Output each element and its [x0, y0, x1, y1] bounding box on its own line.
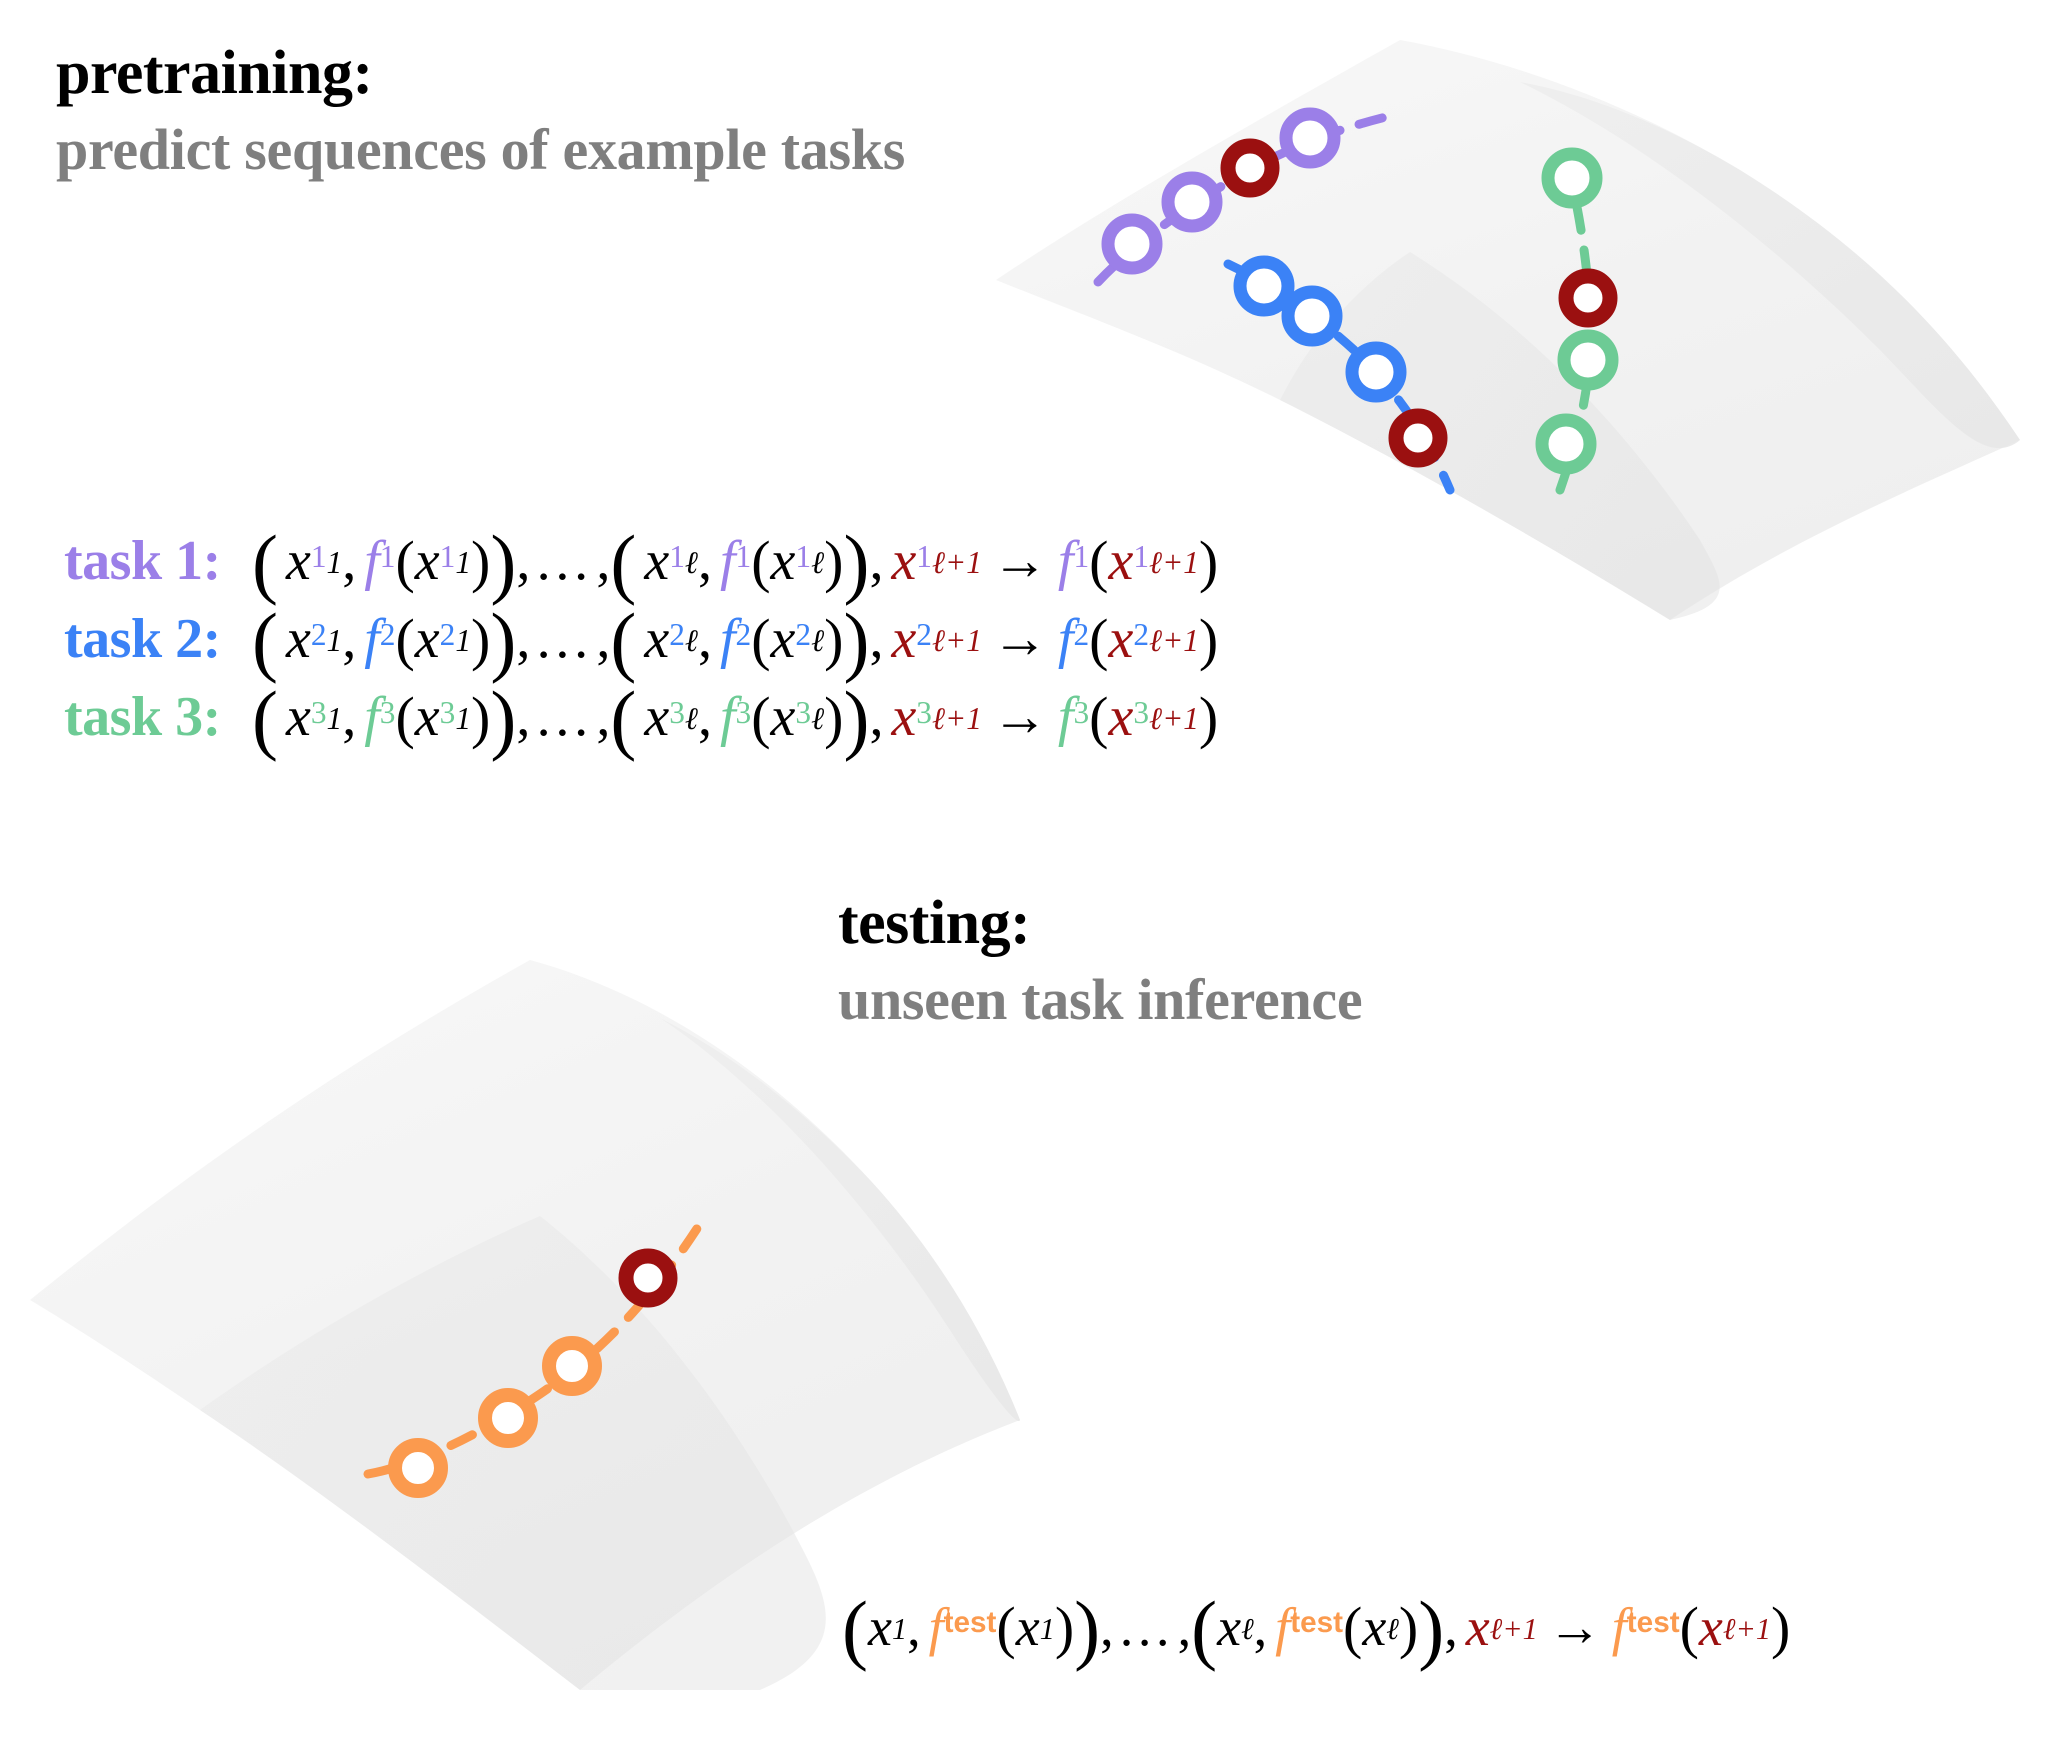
test-query-point [618, 1248, 678, 1308]
task1-curve [1093, 107, 1395, 287]
test-context-point [542, 1336, 602, 1396]
test-context-point [478, 1388, 538, 1448]
task-label-1: task 1: [64, 530, 221, 592]
task-label-3: task 3: [64, 686, 221, 748]
manifold-band-dark-bottom [200, 1216, 826, 1690]
pretraining-manifold [980, 20, 2040, 640]
testing-title: testing: [838, 889, 1031, 957]
task1-context-point [1279, 107, 1341, 169]
task3-context-point [1541, 147, 1603, 209]
task3-context-point [1535, 413, 1597, 475]
task2-curve [1223, 255, 1455, 495]
task3-curve [1535, 143, 1619, 495]
task2-context-point [1281, 285, 1343, 347]
task2-context-point [1345, 341, 1407, 403]
test-curve [363, 1219, 705, 1498]
task1-context-point [1101, 213, 1163, 275]
task3-query-point [1558, 268, 1618, 328]
task2-query-point [1388, 408, 1448, 468]
manifold-band-mid-bottom [660, 1018, 1020, 1422]
manifold-band-mid-top [1520, 82, 2020, 449]
testing-manifold [20, 900, 1020, 1760]
manifold-band-dark-top [1280, 252, 1720, 620]
test-context-point [388, 1438, 448, 1498]
pretraining-title: pretraining: [56, 39, 373, 107]
testing-subtitle: unseen task inference [838, 967, 1363, 1032]
pretraining-subtitle: predict sequences of example tasks [56, 117, 906, 182]
task2-context-point [1233, 255, 1295, 317]
task-label-2: task 2: [64, 608, 221, 670]
task3-context-point [1557, 329, 1619, 391]
task1-query-point [1220, 138, 1280, 198]
task1-context-point [1161, 171, 1223, 233]
